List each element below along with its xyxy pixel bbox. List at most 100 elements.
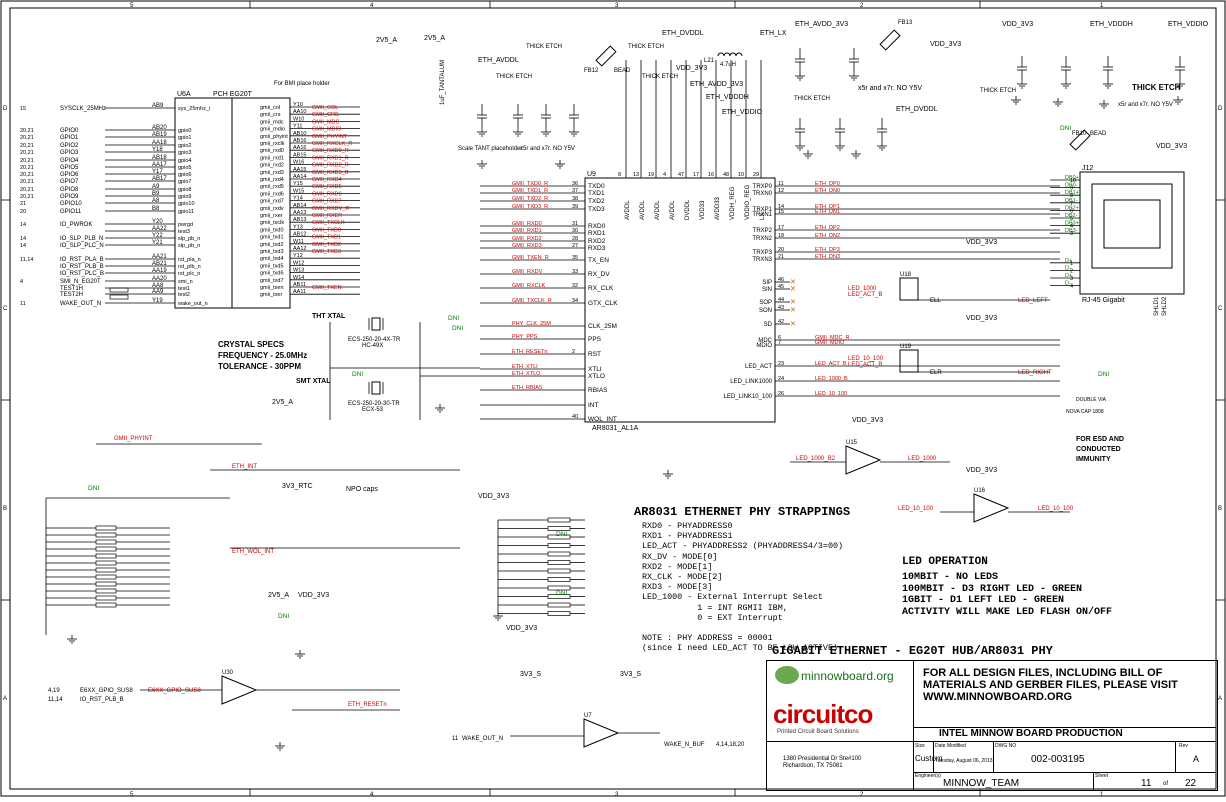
pch-pin-left: slp_pb_n <box>178 236 200 242</box>
j12-part: RJ-45 Gigabit <box>1082 297 1125 304</box>
ball-label: W16 <box>293 160 304 166</box>
power-labels: 2V5_A 2V5_A ETH_AVDDL ETH_DVDDL ETH_LX V… <box>268 21 1209 678</box>
offpage-ref: 20,21 <box>20 187 34 193</box>
minnowboard-logo-text: minnowboard.org <box>801 669 894 683</box>
border-col-label: 2 <box>860 3 864 9</box>
phy-pin-num: 42 <box>778 319 784 325</box>
minnow-logo-icon <box>775 666 799 684</box>
vdd33-label: VDD_3V3 <box>676 65 707 72</box>
phy-pin-num: 46 <box>778 277 784 283</box>
phy-top-pin: VDD33 <box>700 200 706 220</box>
nova-cap: NOVA CAP 1808 <box>1066 409 1104 415</box>
pch-pin-left: test3 <box>178 229 190 235</box>
ball-label: W11 <box>293 239 304 245</box>
border-col-label: 3 <box>615 792 619 797</box>
vdd33-label-9: VDD_3V3 <box>966 315 997 322</box>
phy-pin-num: 14 <box>778 204 784 210</box>
phy-net-label: ETH_DN0 <box>815 188 840 194</box>
thick-etch-1: THICK ETCH <box>496 74 532 80</box>
pch-pin-right: gmii_rxd1 <box>260 155 284 161</box>
connector-pin-label: DB1- <box>1065 198 1078 204</box>
phy-net-label: GMII_RXD2 <box>512 236 542 242</box>
phy-pin-name: TRXN3 <box>752 257 772 263</box>
phy-pin-num: 12 <box>778 188 784 194</box>
net-label: GPIO9 <box>60 194 79 200</box>
phy-pin-name: TRXN2 <box>752 236 772 242</box>
phy-top-num: 4 <box>663 172 666 178</box>
net-label: GMII_TXD3 <box>312 249 341 255</box>
ball-label: AA13 <box>293 210 306 216</box>
esd-note-2: CONDUCTED <box>1076 446 1121 453</box>
sheet-inner-border <box>9 7 1217 790</box>
net-label: GMII_TXD2 <box>312 242 341 248</box>
phy-net-label: GMII_MDC_R <box>815 335 850 341</box>
connector-pin-num: 9 <box>1070 186 1073 192</box>
phy-pin-num: 20 <box>778 247 784 253</box>
connector-pin-label: DB3- <box>1065 228 1078 234</box>
phy-pin-num: 6 <box>778 335 781 341</box>
ball-label: Y21 <box>152 240 163 246</box>
ferrite-bead-icon <box>595 45 617 67</box>
phy-pin-num: 32 <box>572 283 578 289</box>
net-label: GPIO7 <box>60 179 79 185</box>
pch-pin-right: gmii_txd0 <box>260 227 284 233</box>
connector-pin-label: D- <box>1065 281 1071 287</box>
eth-vdddh-label: ETH_VDDDH <box>706 94 749 101</box>
net-label: LED_10_100 <box>1038 506 1074 512</box>
phy-pin-name: TRXP2 <box>753 228 773 234</box>
tantalum-note: 1uF_TANTALUM <box>440 60 446 105</box>
pch-pin-left: sys_25mhz_i <box>178 106 210 112</box>
border-col-label: 3 <box>615 3 619 9</box>
phy-pin-num: 18 <box>778 233 784 239</box>
border-col-label: 1 <box>1100 3 1104 9</box>
offpage-ref: 11 <box>20 301 26 307</box>
connector-pin-label: DB3+ <box>1065 221 1079 227</box>
phy-pin-name: SOP <box>759 300 772 306</box>
phy-top-num: 10 <box>738 172 744 178</box>
phy-pin-name: RST <box>588 351 601 358</box>
border-row-label: A <box>3 696 7 702</box>
sheet-num: 11 <box>1141 778 1152 789</box>
phy-top-pin: VDDIO_REG <box>745 184 751 220</box>
resistor-icon <box>109 287 129 293</box>
pch-pin-right: gmii_mdc <box>260 119 284 125</box>
phy-top-pin: AVDDL <box>655 200 661 220</box>
crystal-specs: CRYSTAL SPECS <box>218 340 285 349</box>
phy-pin-name: TXD1 <box>588 190 605 197</box>
phy-top-num: 8 <box>618 172 621 178</box>
driver-ref: U18 <box>900 272 912 278</box>
phy-pin-num: 43 <box>778 305 784 311</box>
net-label: GMII_RXER <box>312 213 342 219</box>
x5r-note-3: x5r and x7r. NO Y5V <box>1118 102 1173 108</box>
ball-label: Y15 <box>293 181 303 187</box>
net-label: GMII_PHYINT <box>312 134 348 140</box>
date-label: Date Modified <box>935 743 966 749</box>
phy-pin-name: RXD2 <box>588 238 606 245</box>
ball-label: A8 <box>152 198 160 204</box>
phy-top-num: 17 <box>693 172 699 178</box>
pch-pin-left: gpio3 <box>178 150 191 156</box>
v25a-label-4: 2V5_A <box>268 592 289 599</box>
resistor-icon <box>95 525 117 531</box>
border-col-label: 2 <box>860 792 864 797</box>
thick-etch-7: THICK ETCH <box>1132 83 1181 92</box>
eth-vddio-label-2: ETH_VDDIO <box>1168 21 1209 28</box>
phy-pin-num: 27 <box>572 243 578 249</box>
ball-label: Y19 <box>152 298 163 304</box>
eng-label: Engineer(s) <box>915 773 941 779</box>
connector-pin-label: DB2- <box>1065 213 1078 219</box>
l21-val: 4.7uH <box>720 62 736 68</box>
ball-label: AB12 <box>293 232 306 238</box>
phy-net-label: LED_1000_B <box>815 376 848 382</box>
buffer-gate-icon <box>221 675 258 705</box>
phy-top-pin: AVDDL <box>670 200 676 220</box>
ball-label: Y13 <box>293 224 303 230</box>
address-box: 1380 Presidential Dr Ste#100 Richardson,… <box>767 741 914 790</box>
ball-label: AA17 <box>152 162 167 168</box>
l21: L21 <box>704 58 715 64</box>
phy-pin-num: 15 <box>778 209 784 215</box>
connector-pin-num: 7 <box>1070 201 1073 207</box>
v25a-label-2: 2V5_A <box>424 35 445 42</box>
ic-pch-ref: U6A <box>177 91 191 98</box>
